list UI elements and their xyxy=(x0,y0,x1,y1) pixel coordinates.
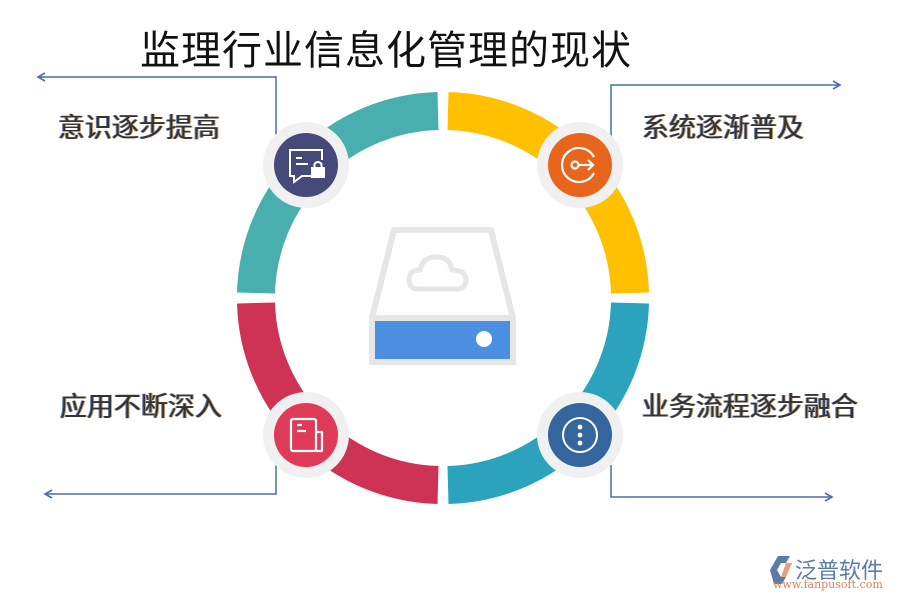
label-top-right: 系统逐渐普及 xyxy=(642,113,804,144)
document-icon xyxy=(289,417,324,453)
circle-arrow-key-icon xyxy=(560,146,595,184)
icon-badge-top-left xyxy=(263,122,349,208)
connector-top-right xyxy=(610,80,842,137)
label-bottom-right: 业务流程逐步融合 xyxy=(642,392,858,423)
chat-lock-icon xyxy=(289,149,325,184)
connector-bottom-right xyxy=(610,465,834,502)
logo-name: 泛普软件 xyxy=(795,559,884,584)
label-bottom-left: 应用不断深入 xyxy=(60,392,222,423)
label-top-left: 意识逐步提高 xyxy=(58,113,220,144)
more-vertical-icon xyxy=(562,417,598,453)
connector-top-left xyxy=(36,72,277,137)
page-title: 监理行业信息化管理的现状 xyxy=(140,28,632,74)
icon-badge-bottom-right xyxy=(537,392,623,478)
logo-mark-icon xyxy=(770,556,792,584)
cloud-storage-drive-icon xyxy=(369,227,516,365)
connector-bottom-left xyxy=(43,465,277,499)
icon-badge-bottom-left xyxy=(263,392,349,478)
logo-url: www.fanpusoft.com xyxy=(773,578,883,591)
icon-badge-top-right xyxy=(537,122,623,208)
